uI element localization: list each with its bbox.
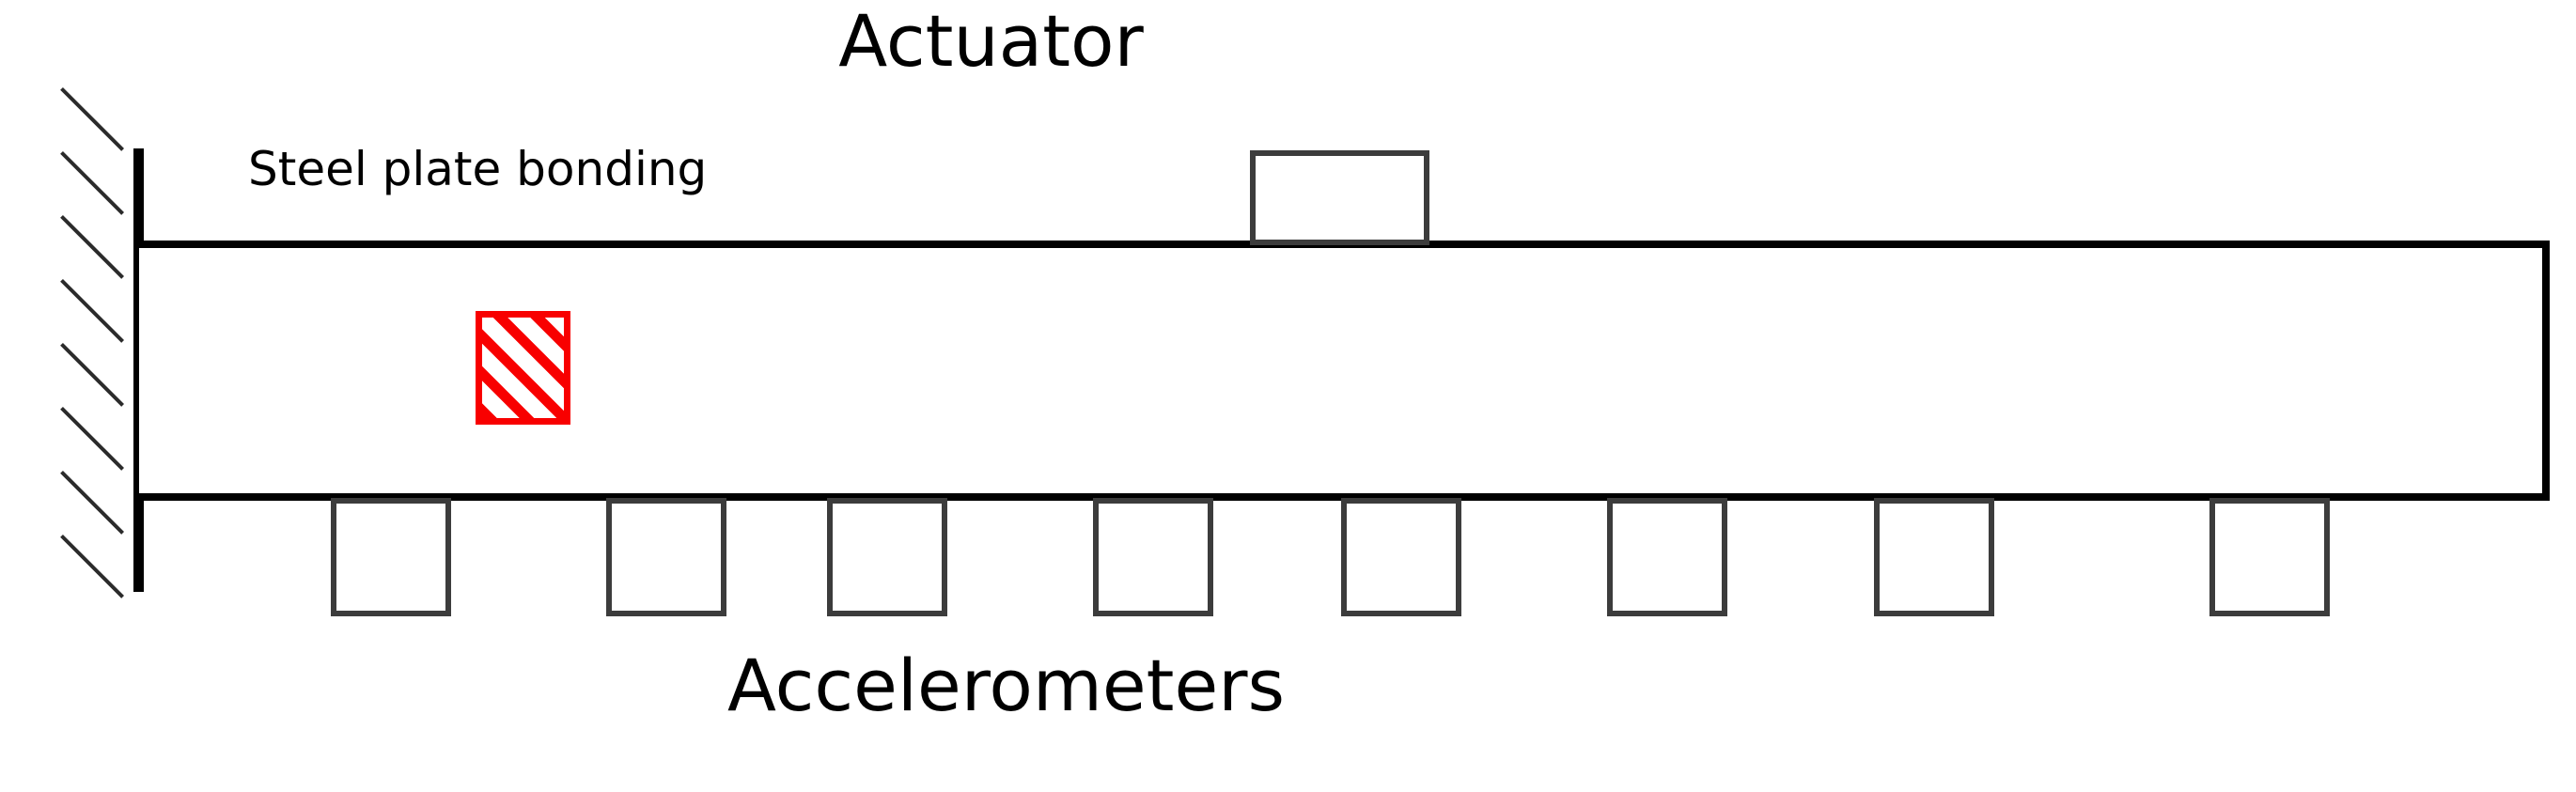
accelerometer-box xyxy=(1874,498,1994,616)
steel-plate-bonding-label: Steel plate bonding xyxy=(248,142,708,196)
accelerometer-box xyxy=(1341,498,1461,616)
wall-hatch-line xyxy=(60,278,124,343)
actuator-label: Actuator xyxy=(838,0,1144,83)
accelerometer-box xyxy=(2209,498,2330,616)
accelerometer-box xyxy=(827,498,947,616)
wall-hatch-line xyxy=(60,150,124,215)
accelerometer-box xyxy=(1093,498,1213,616)
wall-hatch-line xyxy=(60,534,124,598)
accelerometer-box xyxy=(606,498,726,616)
accelerometers-label: Accelerometers xyxy=(726,644,1286,727)
wall-hatch-line xyxy=(60,86,124,151)
steel-plate-bonding-patch xyxy=(476,311,570,425)
wall-hatch-line xyxy=(60,342,124,407)
accelerometer-box xyxy=(1607,498,1727,616)
actuator-box xyxy=(1250,150,1429,245)
wall-hatch-line xyxy=(60,470,124,535)
accelerometer-box xyxy=(331,498,451,616)
wall-vertical-line xyxy=(133,148,144,592)
wall-hatch-line xyxy=(60,406,124,471)
fixed-support-wall xyxy=(38,86,150,667)
wall-hatch-line xyxy=(60,214,124,279)
